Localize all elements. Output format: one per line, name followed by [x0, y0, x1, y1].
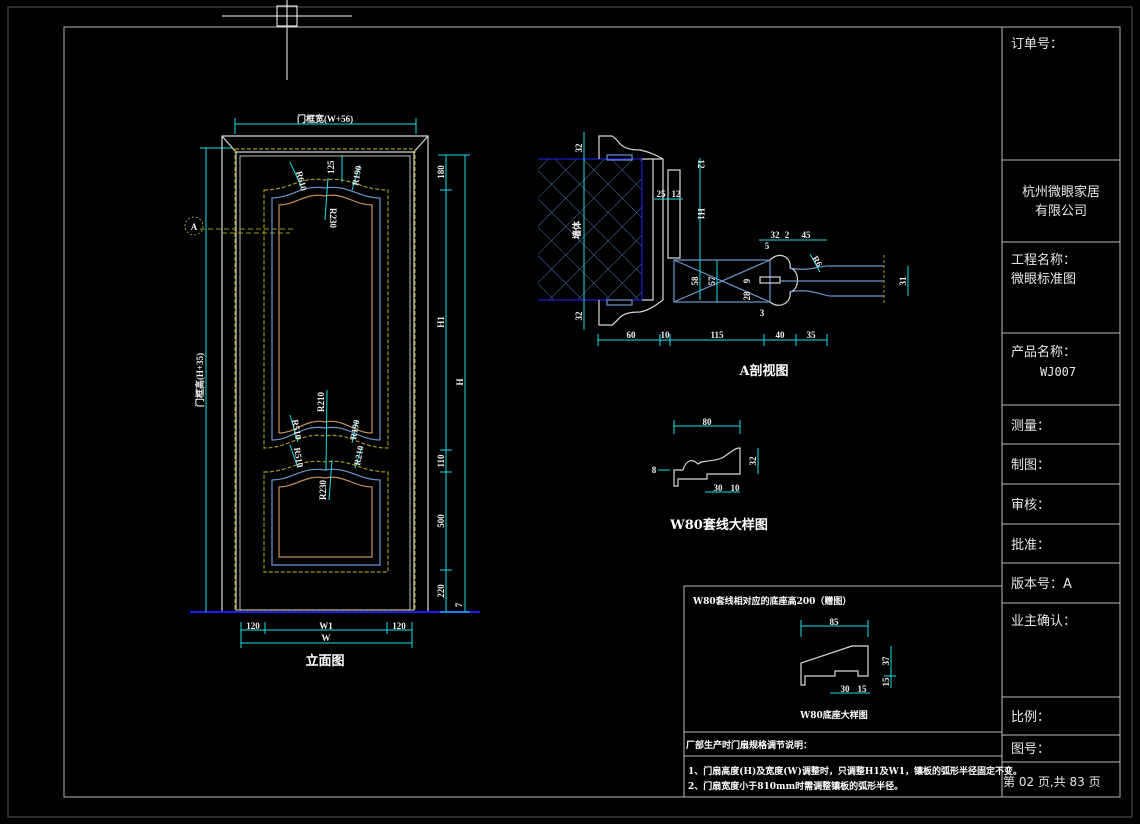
frame-height-label: 门框高(H+35) — [194, 353, 205, 407]
dim-label: R6 — [810, 254, 824, 269]
dim-label: 45 — [802, 230, 812, 240]
total-height-label: H — [455, 378, 465, 385]
dim-label: H1 — [696, 208, 706, 220]
measure-label: 测量： — [1011, 419, 1050, 434]
dim-label: 8 — [652, 465, 657, 475]
dim-label: 5 — [765, 241, 770, 251]
elevation-title: 立面图 — [305, 653, 344, 669]
dim-label: 30 — [714, 483, 724, 493]
radius-label: 125 — [326, 160, 336, 174]
dim-label: 3 — [760, 308, 765, 318]
casing-detail-title: W80套线大样图 — [669, 517, 768, 533]
dim-label: 10 — [661, 330, 671, 340]
notes-box: W80套线相对应的底座高200（赠图） 85 37 15 30 15 W80底座… — [683, 585, 1022, 797]
radius-label: R230 — [328, 208, 338, 228]
dim-label: 35 — [807, 330, 817, 340]
dim-label: 10 — [731, 483, 741, 493]
viewport-border — [7, 6, 1133, 818]
title-block: 订单号： 杭州微眼家居 有限公司 工程名称： 微眼标准图 产品名称： WJ007… — [1001, 27, 1120, 797]
base-detail-header: W80套线相对应的底座高200（赠图） — [692, 595, 851, 607]
version-label: 版本号：A — [1011, 577, 1072, 592]
dim-label: 115 — [710, 330, 724, 340]
radius-label: R510 — [292, 447, 305, 469]
base-detail-title: W80底座大样图 — [799, 709, 868, 721]
section-a-view: 32 25 12 12 H1 32 2 45 5 R6 58 57 9 28 3… — [538, 132, 909, 379]
dim-label: 32 — [574, 311, 584, 321]
dim-label: 32 — [748, 456, 758, 466]
dim-label: 12 — [672, 189, 682, 199]
casing-detail: 80 32 8 30 10 W80套线大样图 — [652, 417, 768, 533]
product-name-value: WJ007 — [1040, 365, 1076, 379]
dim-label: 57 — [707, 276, 717, 286]
radius-label: R210 — [316, 392, 326, 412]
dim-label: 120 — [246, 621, 260, 631]
note-item: 1、门扇高度(H)及宽度(W)调整时，只调整H1及W1，镶板的弧形半径固定不变。 — [688, 765, 1022, 777]
drawing-label: 制图： — [1011, 458, 1050, 473]
dim-label: 37 — [881, 656, 891, 666]
owner-confirm-label: 业主确认： — [1011, 614, 1076, 629]
project-name-label: 工程名称： — [1011, 252, 1076, 268]
section-title: A剖视图 — [738, 363, 788, 379]
dim-label: 32 — [771, 230, 781, 240]
company-name-line1: 杭州微眼家居 — [1022, 184, 1100, 200]
review-label: 审核： — [1011, 498, 1050, 513]
dim-label: 28 — [742, 291, 752, 301]
section-mark-circle — [184, 216, 204, 236]
wall-hatch — [538, 159, 642, 300]
sheet-border — [63, 26, 1121, 798]
frame-width-label: 门框宽(W+56) — [297, 113, 353, 124]
dim-label: 32 — [574, 143, 584, 153]
door-elevation: R610 125 R190 R230 R210 R510 R190 R510 R… — [184, 113, 480, 669]
wall-label: 墙体 — [571, 220, 582, 239]
radius-label: R510 — [290, 419, 303, 441]
dim-label: 40 — [776, 330, 786, 340]
radius-label: R190 — [348, 418, 361, 440]
dim-label: 180 — [436, 165, 446, 179]
dim-label: 60 — [627, 330, 637, 340]
project-name-value: 微眼标准图 — [1011, 272, 1076, 287]
crosshair-cursor — [222, 0, 352, 80]
dim-label: 120 — [392, 621, 406, 631]
dim-label: 30 — [841, 684, 851, 694]
dim-label: 110 — [436, 454, 446, 468]
floor-gap-label: 7 — [454, 602, 464, 607]
dim-label: 9 — [742, 278, 752, 283]
dim-label: 12 — [696, 160, 706, 170]
dim-label: 15 — [881, 677, 891, 687]
dim-label: 80 — [703, 417, 713, 427]
dim-label: 31 — [898, 276, 908, 286]
scale-label: 比例： — [1011, 710, 1050, 725]
dim-label: 85 — [830, 617, 840, 627]
radius-label: R190 — [350, 164, 363, 186]
total-width-label: W — [322, 633, 331, 643]
note-item: 2、门扇宽度小于810mm时需调整镶板的弧形半径。 — [688, 780, 903, 792]
page-indicator: 第 02 页,共 83 页 — [1003, 775, 1101, 789]
door-core — [673, 259, 771, 303]
dim-label: 15 — [858, 684, 868, 694]
dim-label: H1 — [436, 316, 446, 328]
radius-label: R230 — [318, 480, 328, 500]
dim-label: 500 — [436, 514, 446, 528]
order-number-label: 订单号： — [1011, 37, 1063, 52]
radius-label: R610 — [294, 170, 309, 192]
dim-label: 25 — [657, 189, 667, 199]
dim-label: 2 — [785, 230, 790, 240]
dim-label: 58 — [690, 276, 700, 286]
notes-heading: 厂部生产时门扇规格调节说明： — [686, 739, 812, 751]
company-name-line2: 有限公司 — [1035, 204, 1087, 219]
product-name-label: 产品名称： — [1011, 344, 1076, 360]
drawing-number-label: 图号： — [1011, 742, 1050, 757]
radius-label: R210 — [352, 444, 365, 466]
dim-label: W1 — [319, 621, 333, 631]
section-mark-label: A — [191, 222, 198, 232]
dim-label: 220 — [436, 584, 446, 598]
approve-label: 批准： — [1011, 538, 1050, 553]
